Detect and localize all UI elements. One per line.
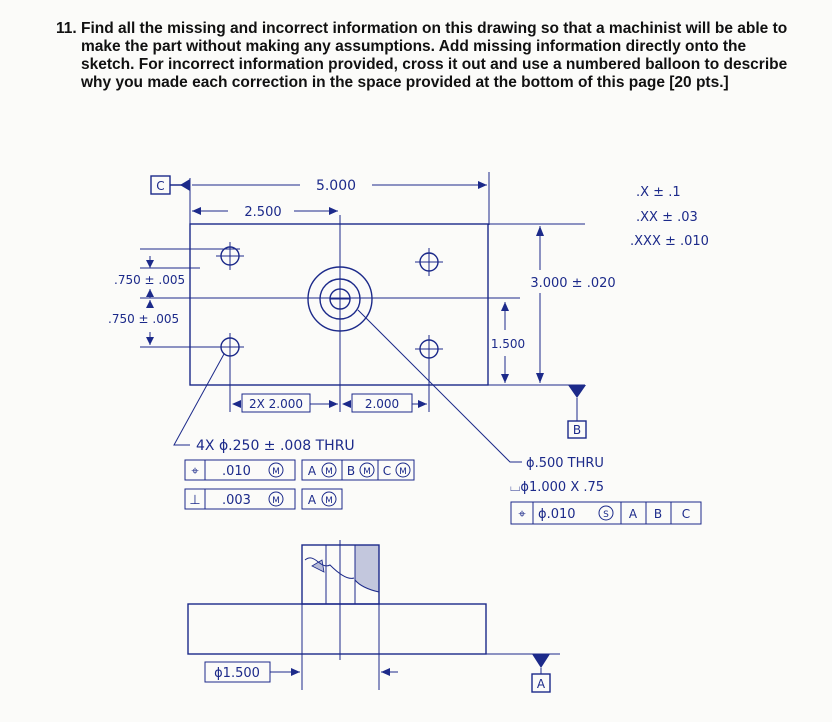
hole-lower-right [415, 335, 443, 363]
fcf1-datum-b-mod: M [363, 467, 371, 477]
front-view [187, 540, 487, 660]
fcf1-datum-a: A [308, 464, 317, 478]
hole-callout: 4X ϕ.250 ± .008 THRU [196, 438, 355, 454]
dim-height: 3.000 ± .020 [530, 276, 615, 291]
fcf-hole-position: ⌖ .010 M A M B M C M [184, 459, 415, 481]
fcf3-tolerance: ϕ.010 [538, 507, 576, 522]
fcf-center-hole: ⌖ ϕ.010 S A B C [510, 501, 702, 525]
fcf3-datum-a: A [629, 507, 638, 521]
center-lines [140, 215, 490, 400]
fcf2-tolerance: .003 [222, 493, 251, 508]
datum-a-label: A [537, 677, 546, 691]
tol-three-place: .XXX ± .010 [630, 234, 709, 249]
dim-spacing-2-box [351, 393, 413, 413]
fcf1-tolerance: .010 [222, 464, 251, 479]
dim-hole-spacing-2: 2.000 [365, 397, 399, 411]
dim-overall-length: 5.000 [316, 178, 356, 194]
plate-outline [189, 223, 489, 386]
center-counterbore-hole [307, 266, 373, 332]
datum-b-label: B [573, 423, 581, 437]
tolerance-block: .X ± .1 .XX ± .03 .XXX ± .010 [630, 185, 709, 249]
tol-two-place: .XX ± .03 [636, 210, 698, 225]
fcf3-datum-c: C [682, 507, 690, 521]
fcf2-datum-a-mod: M [325, 496, 333, 506]
dim-hole-spacing-1: 2X 2.000 [249, 397, 303, 411]
fcf1-datum-b: B [347, 464, 355, 478]
question-text: 11. Find all the missing and incorrect i… [56, 20, 796, 92]
hole-upper-left [216, 242, 244, 270]
dim-center-y: 1.500 [491, 337, 525, 351]
fcf3-symbol: ⌖ [518, 507, 526, 522]
tol-one-place: .X ± .1 [636, 185, 681, 200]
fcf2-datum-a: A [308, 493, 317, 507]
fcf3-mod: S [603, 510, 609, 520]
fcf1-datum-c-mod: M [399, 467, 407, 477]
fcf3-datum-b: B [654, 507, 662, 521]
datum-b-box [567, 420, 587, 439]
dim-upper-hole: .750 ± .005 [114, 273, 185, 287]
hole-lower-left [216, 333, 244, 361]
fcf1-datum-c: C [383, 464, 391, 478]
question-body: Find all the missing and incorrect infor… [81, 20, 788, 91]
center-hole-leader [357, 309, 522, 463]
fcf1-symbol: ⌖ [191, 464, 199, 479]
fcf2-symbol: ⊥ [189, 493, 200, 508]
dim-spacing-1-box [241, 393, 311, 413]
section-hatch-right [354, 544, 380, 593]
question-number: 11. [56, 20, 77, 37]
hole-leader [173, 353, 225, 446]
dim-lower-hole: .750 ± .005 [108, 312, 179, 326]
fcf-hole-perpendicularity: ⊥ .003 M A M [184, 488, 343, 510]
center-hole-line2: ⌴ϕ1.000 X .75 [510, 480, 604, 495]
fcf1-mod: M [272, 467, 280, 477]
datum-a-box [531, 673, 551, 693]
hole-upper-right [415, 248, 443, 276]
fcf1-datum-a-mod: M [325, 467, 333, 477]
dim-center-x: 2.500 [244, 205, 281, 220]
front-plate [187, 603, 487, 655]
datum-c-label: C [156, 179, 164, 193]
dim-boss-dia: ϕ1.500 [214, 666, 260, 681]
center-hole-line1: ϕ.500 THRU [526, 456, 604, 471]
fcf2-mod: M [272, 496, 280, 506]
